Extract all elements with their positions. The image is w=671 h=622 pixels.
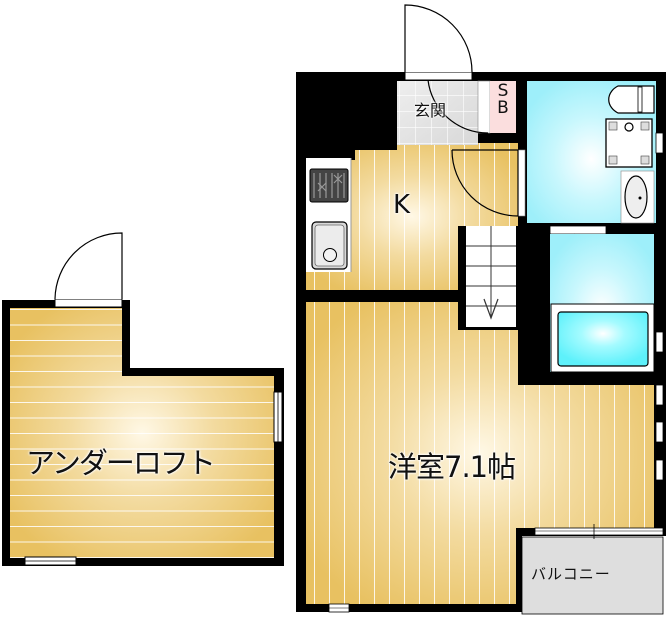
door-swing-icon: [54, 232, 123, 300]
main-unit: [296, 4, 666, 620]
room-label-balcony: バルコニー: [531, 565, 611, 583]
bathtub-icon: [557, 311, 649, 367]
door-swing-icon: [451, 149, 519, 217]
washing-machine-pan-icon: [605, 118, 653, 168]
entrance-area: [397, 80, 491, 145]
door-swing-icon: [427, 79, 489, 134]
kitchen-room: [306, 143, 518, 290]
stairs: [458, 226, 516, 330]
shoe-box: [490, 81, 516, 133]
window-icon: [655, 132, 664, 481]
toilet-icon: [608, 85, 655, 114]
room-label-western: 洋室7.1帖: [388, 450, 516, 484]
room-label-shoe-box: SB: [497, 81, 509, 118]
room-label-under-loft: アンダーロフト: [26, 446, 216, 480]
arrow-down-icon: [483, 298, 499, 320]
balcony: [516, 524, 666, 620]
western-room: [306, 302, 654, 604]
washbasin-icon: [620, 170, 655, 224]
bathroom: [550, 234, 655, 373]
under-loft-room: [2, 232, 284, 566]
sanitary-room: [527, 81, 656, 224]
room-label-entrance: 玄関: [414, 101, 447, 120]
stove-icon: [309, 168, 349, 203]
door-swing-icon: [404, 4, 473, 73]
room-label-kitchen: K: [393, 190, 411, 220]
sink-icon: [311, 221, 348, 270]
